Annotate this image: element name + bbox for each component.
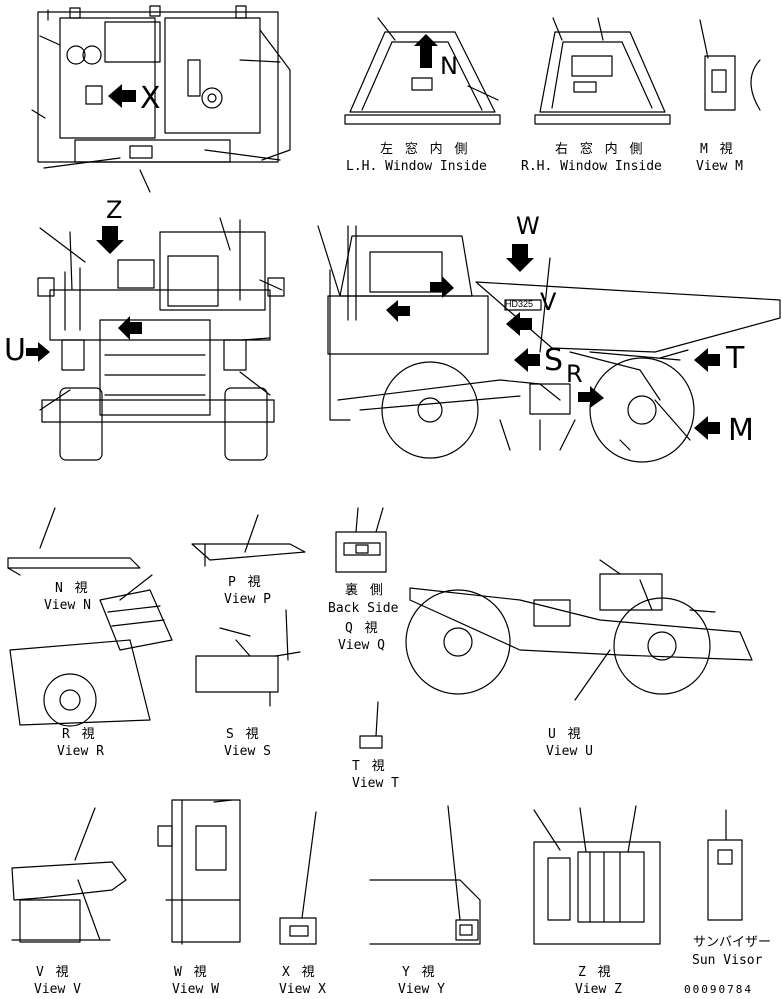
caption-m-jp: M 視 <box>700 142 735 157</box>
caption-t-jp: T 視 <box>352 759 387 774</box>
letter-v: V <box>540 288 557 316</box>
arrow-v <box>506 312 532 336</box>
caption-q-en: View Q <box>338 638 385 653</box>
arrow-n <box>430 276 454 298</box>
view-arrows <box>26 34 720 440</box>
view-z-detail <box>533 805 661 945</box>
caption-z-en: View Z <box>575 982 622 997</box>
view-q-detail <box>335 507 387 573</box>
front-view <box>37 217 285 461</box>
view-w-detail <box>157 799 241 945</box>
arrow-s <box>514 348 540 372</box>
caption-u-jp: U 視 <box>548 727 583 742</box>
caption-z-jp: Z 視 <box>578 965 613 980</box>
caption-sun-visor-jp: サンバイザー <box>693 935 772 950</box>
arrow-z <box>96 226 124 254</box>
caption-r-jp: R 視 <box>62 727 97 742</box>
letter-w: W <box>516 212 540 240</box>
arrow-u <box>26 342 50 362</box>
view-p-detail <box>191 514 306 567</box>
arrow-m <box>694 416 720 440</box>
letter-s: S <box>544 343 564 378</box>
arrow-t <box>694 348 720 372</box>
view-n-detail <box>7 507 141 576</box>
caption-q-jp: Q 視 <box>345 621 380 636</box>
view-u-detail <box>405 559 753 701</box>
caption-p-en: View P <box>224 592 271 607</box>
view-x-detail <box>279 811 317 945</box>
letter-r: R <box>566 360 583 388</box>
view-m-detail <box>699 19 761 111</box>
arrow-x-top <box>108 84 136 108</box>
view-v-detail <box>11 807 127 943</box>
caption-x-en: View X <box>279 982 326 997</box>
caption-m-en: View M <box>696 159 743 174</box>
sun-visor-detail <box>707 809 743 921</box>
caption-x-jp: X 視 <box>282 965 317 980</box>
view-r-detail <box>9 574 173 727</box>
caption-n-jp: N 視 <box>55 581 90 596</box>
cab-top-view <box>31 5 291 193</box>
caption-rh-window-en: R.H. Window Inside <box>521 159 662 174</box>
rh-window-inside <box>534 17 671 125</box>
caption-rh-window-jp: 右 窓 内 側 <box>555 142 645 157</box>
caption-y-en: View Y <box>398 982 445 997</box>
view-y-detail <box>369 805 481 945</box>
caption-lh-window-jp: 左 窓 内 側 <box>380 142 470 157</box>
caption-s-en: View S <box>224 744 271 759</box>
caption-y-jp: Y 視 <box>402 965 437 980</box>
letter-n: N <box>440 52 458 80</box>
drawing-number: 00090784 <box>684 983 753 996</box>
caption-s-jp: S 視 <box>226 727 261 742</box>
letter-m: M <box>728 413 754 448</box>
model-plate: HD325 <box>505 299 534 309</box>
letter-u: U <box>4 333 26 368</box>
caption-p-jp: P 視 <box>228 575 263 590</box>
arrow-lh-window <box>414 34 438 68</box>
arrow-front-x <box>118 316 142 340</box>
caption-back-side-jp: 裏 側 <box>345 583 385 598</box>
view-s-detail <box>195 609 301 707</box>
caption-back-side-en: Back Side <box>328 601 399 616</box>
letter-z: Z <box>106 196 123 224</box>
view-t-detail <box>359 701 383 749</box>
letter-x: X <box>140 81 161 116</box>
arrow-r <box>578 386 604 408</box>
caption-v-jp: V 視 <box>36 965 71 980</box>
arrow-cab <box>386 300 410 322</box>
arrow-w <box>506 244 534 272</box>
caption-v-en: View V <box>34 982 81 997</box>
caption-sun-visor-en: Sun Visor <box>692 953 763 968</box>
caption-w-jp: W 視 <box>174 965 209 980</box>
caption-u-en: View U <box>546 744 593 759</box>
caption-lh-window-en: L.H. Window Inside <box>346 159 487 174</box>
side-view <box>317 225 781 463</box>
caption-t-en: View T <box>352 776 399 791</box>
lh-window-inside <box>344 17 501 125</box>
letter-t: T <box>726 341 745 376</box>
caption-r-en: View R <box>57 744 104 759</box>
caption-n-en: View N <box>44 598 91 613</box>
caption-w-en: View W <box>172 982 219 997</box>
